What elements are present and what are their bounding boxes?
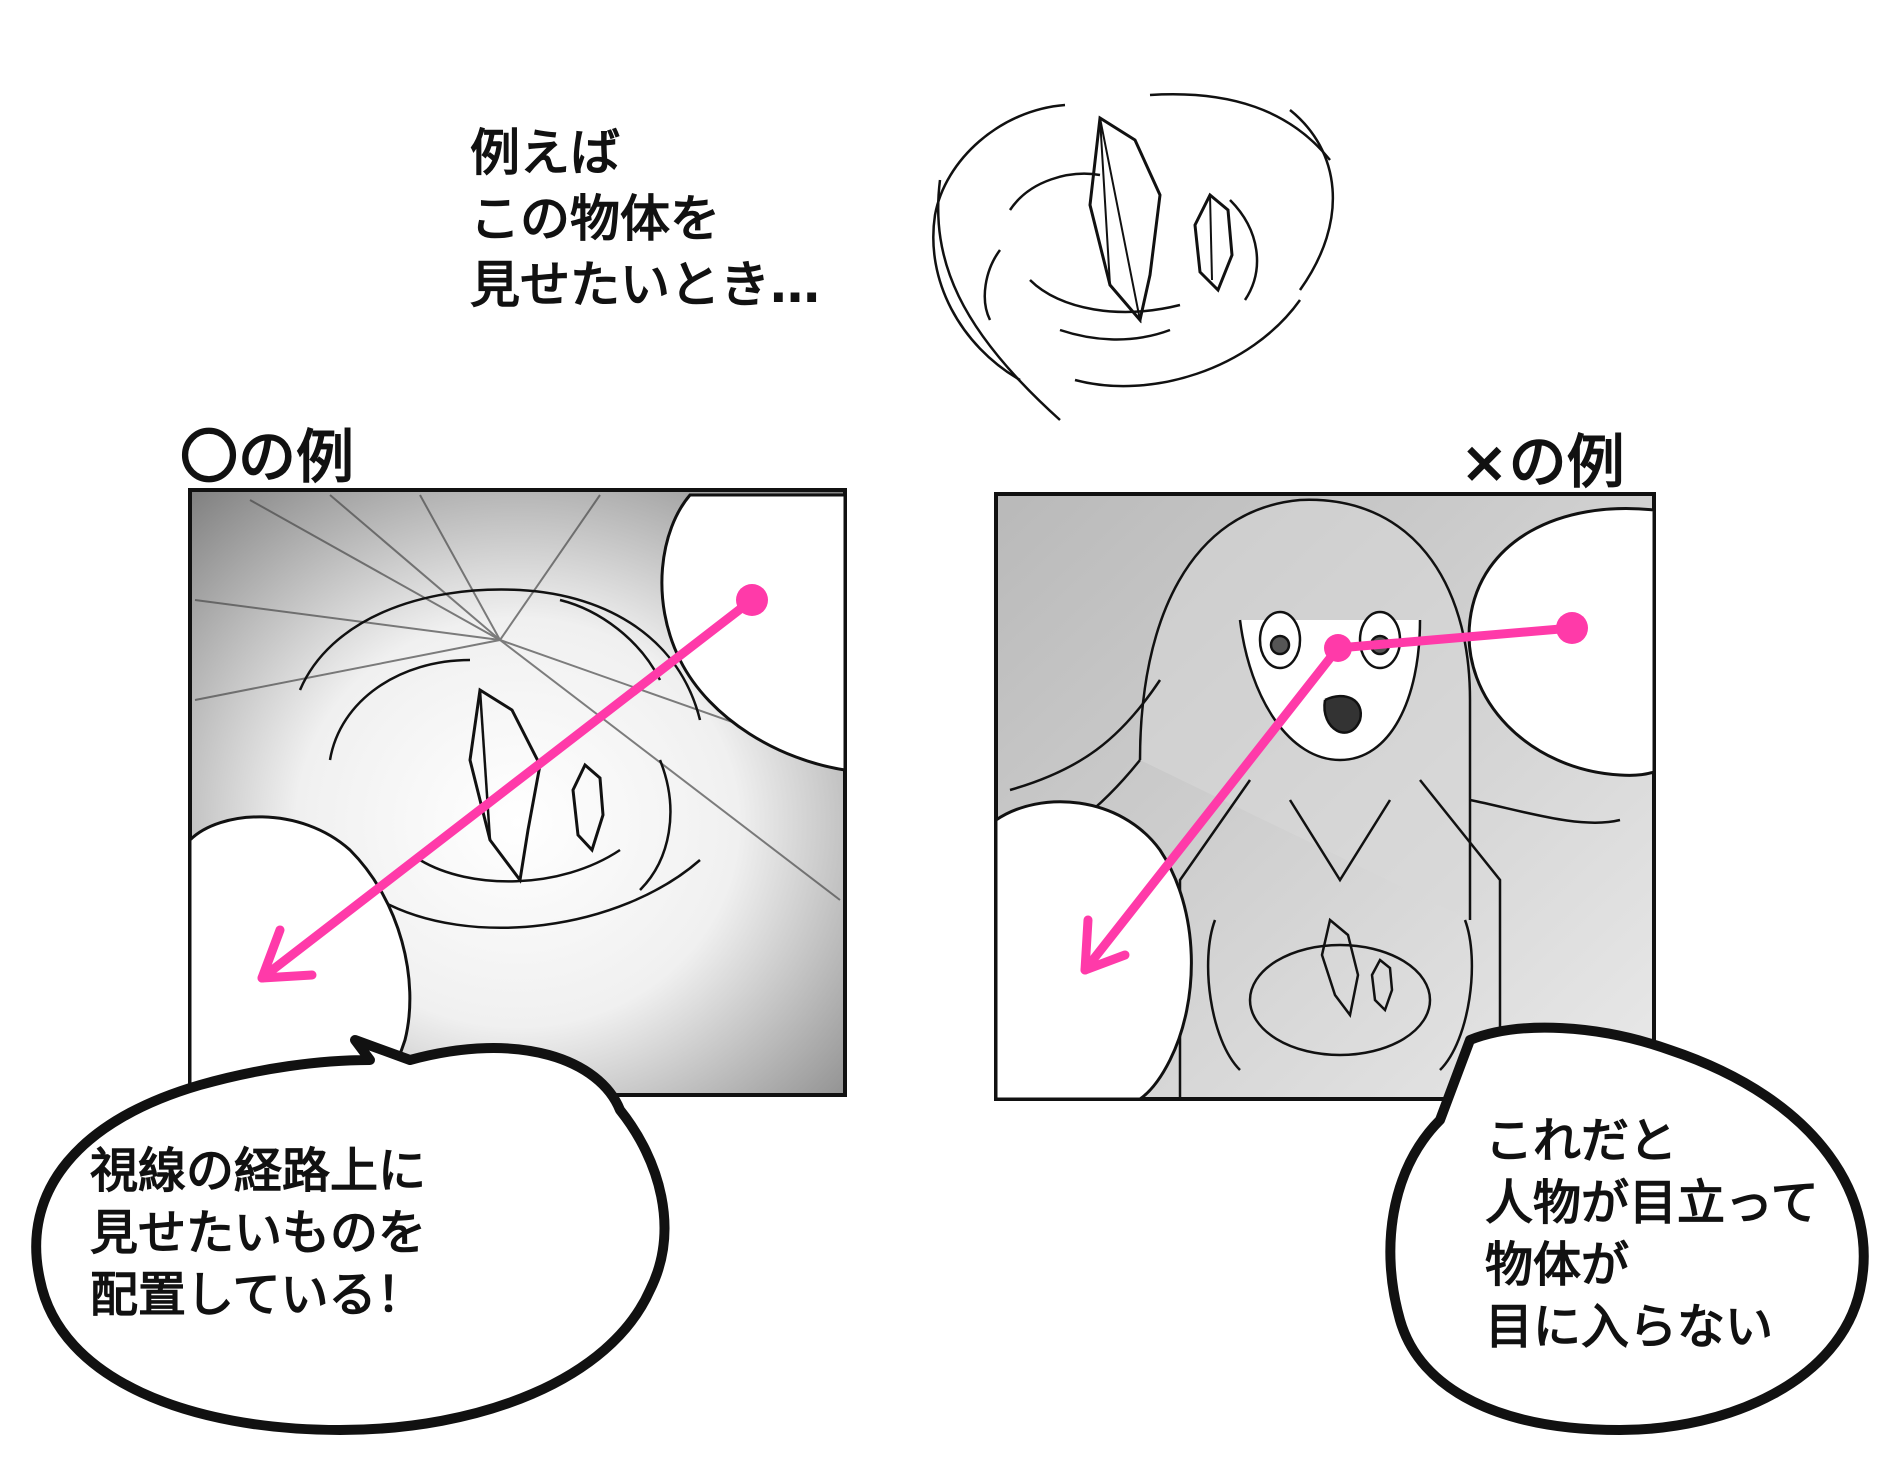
girl-illustration xyxy=(1009,498,1621,1099)
intro-caption: 例えば この物体を 見せたいとき… xyxy=(470,124,820,314)
good-speech-bubble xyxy=(31,1035,670,1435)
speed-lines xyxy=(194,494,841,901)
bad-bubble-text: これだと 人物が目立って 物体が 目に入らない xyxy=(1485,1113,1819,1355)
gaze-start-dot-bad xyxy=(1556,612,1588,644)
panel-balloon-top-right-bad xyxy=(1467,507,1656,777)
crystal-swirl-illustration xyxy=(932,93,1335,421)
gaze-start-dot-good xyxy=(736,584,768,616)
gaze-arrow-good xyxy=(257,595,757,983)
gaze-mid-dot-bad xyxy=(1324,634,1352,662)
good-bubble-text: 視線の経路上に 見せたいものを 配置している！ xyxy=(90,1143,427,1323)
good-example-heading: 〇の例 xyxy=(180,423,355,491)
bad-speech-bubble xyxy=(1385,1022,1869,1435)
bad-example-heading: ×の例 xyxy=(1460,428,1625,496)
bad-example-panel xyxy=(994,492,1656,1101)
panel-balloon-bottom-left-bad xyxy=(994,800,1193,1101)
good-example-panel xyxy=(188,488,847,1097)
